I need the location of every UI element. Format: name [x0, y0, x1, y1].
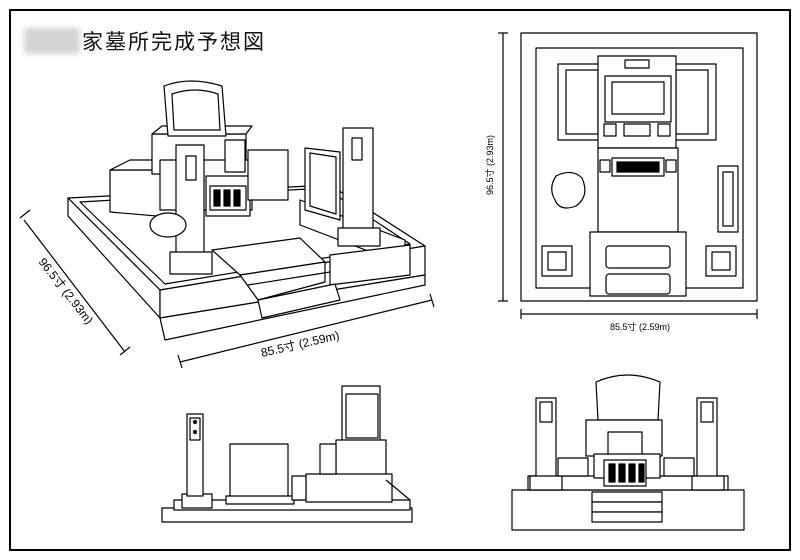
upright-gravestone — [163, 80, 227, 137]
redacted-family-name — [24, 28, 80, 54]
plan-width-label: 85.5寸 (2.59m) — [610, 321, 670, 332]
dimension-lines-perspective — [19, 209, 435, 369]
front-elevation-view — [511, 374, 745, 531]
title-block: 家墓所完成予想図 — [24, 26, 266, 56]
side-elevation-view — [161, 385, 413, 523]
perspective-depth-label: 96.5寸 (2.93m) — [36, 255, 96, 327]
plan-depth-label: 96.5寸 (2.93m) — [484, 135, 495, 195]
front-steps — [211, 237, 341, 319]
memorial-plaque — [304, 147, 341, 221]
plan-view — [520, 32, 758, 302]
monument-base — [151, 125, 289, 217]
perspective-view — [19, 80, 435, 369]
lantern-pillar-left — [169, 144, 213, 275]
drawing-title: 家墓所完成予想図 — [82, 30, 266, 54]
lantern-pillar-right — [337, 127, 381, 247]
dimension-lines-plan — [498, 32, 758, 319]
